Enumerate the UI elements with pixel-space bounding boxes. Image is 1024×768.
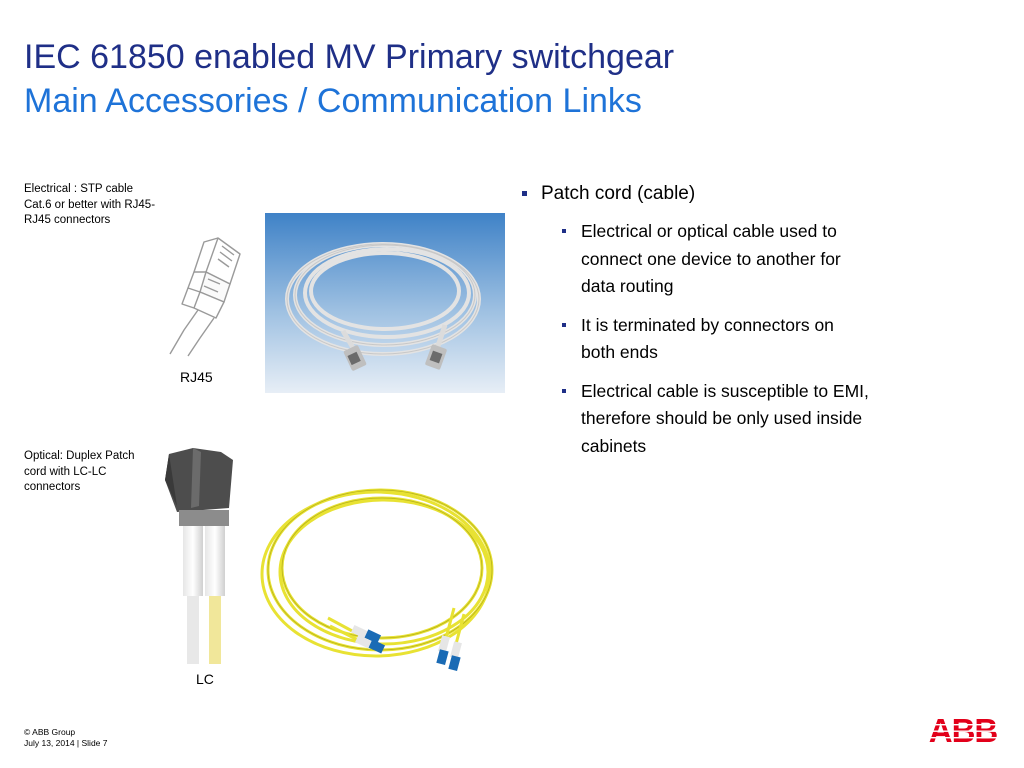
date-slide-text: July 13, 2014 | Slide 7 xyxy=(24,738,108,748)
rj45-connector-icon xyxy=(169,237,241,357)
bullet-square-icon xyxy=(562,229,566,233)
abb-logo-text: ABB xyxy=(929,715,998,745)
footer: © ABB Group July 13, 2014 | Slide 7 xyxy=(24,727,108,749)
bullet-list: Patch cord (cable) Electrical or optical… xyxy=(519,180,879,471)
bullet-square-icon xyxy=(522,191,527,196)
fiber-patch-cord-image xyxy=(260,488,494,672)
optical-caption: Optical: Duplex Patch cord with LC-LC co… xyxy=(24,450,135,493)
sub-bullet-text: Electrical or optical cable used to conn… xyxy=(581,221,841,296)
abb-logo: ABB xyxy=(924,715,1002,745)
sub-bullet: Electrical cable is susceptible to EMI, … xyxy=(519,378,879,461)
electrical-caption: Electrical : STP cable Cat.6 or better w… xyxy=(24,183,156,226)
slide-title: IEC 61850 enabled MV Primary switchgear xyxy=(24,38,675,76)
sub-bullet: It is terminated by connectors on both e… xyxy=(519,312,879,367)
sub-bullet-text: It is terminated by connectors on both e… xyxy=(581,314,834,363)
rj45-label: RJ45 xyxy=(180,369,213,385)
bullet-square-icon xyxy=(562,322,566,327)
bullet-main-text: Patch cord (cable) xyxy=(541,183,696,204)
lc-connector-icon xyxy=(165,448,233,664)
sub-bullet-text: Electrical cable is susceptible to EMI, … xyxy=(581,380,869,456)
slide-subtitle: Main Accessories / Communication Links xyxy=(24,82,642,120)
bullet-patch-cord: Patch cord (cable) xyxy=(519,180,879,208)
lc-label: LC xyxy=(196,671,214,687)
ethernet-cable-coil-image xyxy=(265,213,505,393)
bullet-square-icon xyxy=(562,388,566,393)
sub-bullet: Electrical or optical cable used to conn… xyxy=(519,218,879,301)
copyright-text: © ABB Group xyxy=(24,727,76,737)
